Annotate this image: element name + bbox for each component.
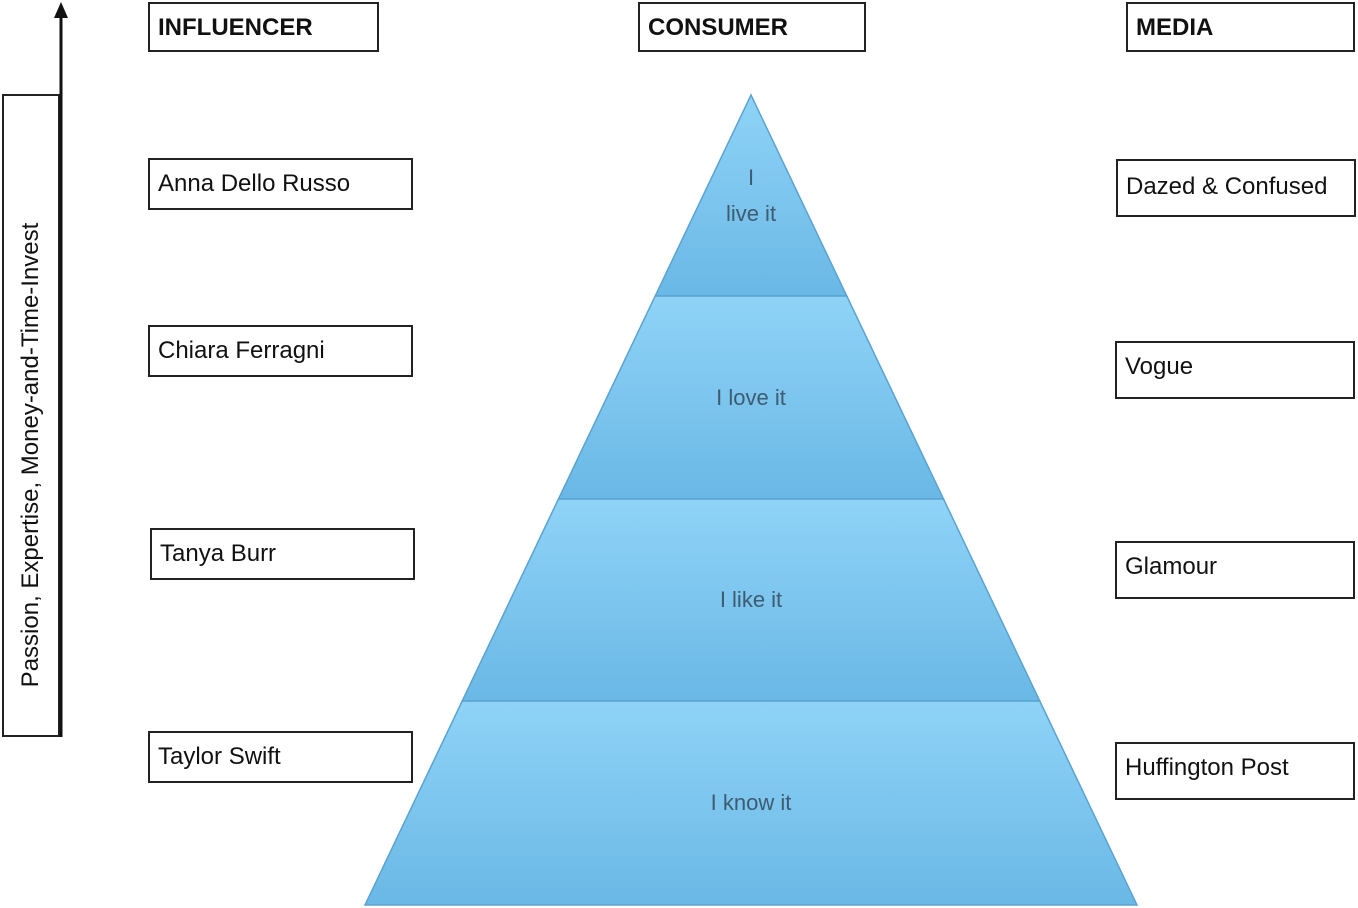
media-item-glamour: Glamour — [1115, 541, 1355, 599]
tier-label-live-it-line1: I — [747, 165, 755, 190]
header-influencer: INFLUENCER — [148, 2, 379, 52]
tier-label-love-it: I love it — [716, 385, 786, 410]
media-item-huffington-post: Huffington Post — [1115, 742, 1355, 800]
influencer-item-anna-dello-russo: Anna Dello Russo — [148, 158, 413, 210]
influencer-item-tanya-burr: Tanya Burr — [150, 528, 415, 580]
tier-know-it — [363, 700, 1139, 906]
tier-label-live-it: I live it — [726, 160, 776, 232]
tier-label-know-it: I know it — [710, 790, 792, 815]
axis-label-box — [2, 94, 60, 737]
header-media: MEDIA — [1126, 2, 1355, 52]
media-item-vogue: Vogue — [1115, 341, 1355, 399]
arrow-head-icon — [54, 2, 68, 18]
tier-label-live-it-line2: live it — [725, 201, 777, 226]
influencer-item-chiara-ferragni: Chiara Ferragni — [148, 325, 413, 377]
influencer-item-taylor-swift: Taylor Swift — [148, 731, 413, 783]
media-item-dazed-confused: Dazed & Confused — [1116, 159, 1356, 217]
tier-label-like-it: I like it — [719, 587, 783, 612]
header-consumer: CONSUMER — [638, 2, 866, 52]
